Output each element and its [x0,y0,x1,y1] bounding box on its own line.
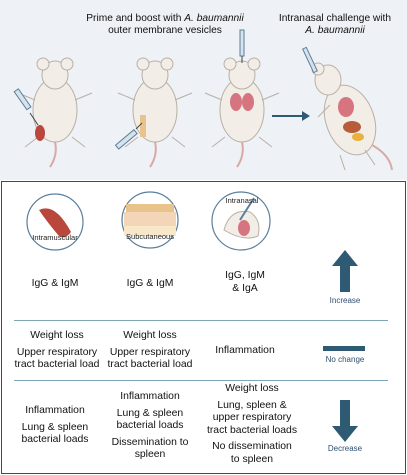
cell-text: Inflammation [120,391,180,402]
decrease-intramuscular: Inflammation Lung & spleen bacterial loa… [10,405,100,447]
arrow-up-icon [332,250,358,292]
cell-text: Lung & spleen [21,421,89,433]
pipette-icon [239,29,245,63]
prime-boost-title-species: A. baumannii [184,13,244,24]
arrow-right-icon [272,111,310,121]
prime-boost-title: Prime and boost with A. baumannii outer … [55,13,275,37]
route-label-subcutaneous: Subcutaneous [126,232,174,241]
no-change-label: No change [325,355,365,364]
cell-text: IgG, IgM [225,270,265,281]
cell-text: Upper respiratory [16,346,98,358]
route-label-intranasal: Intranasal [225,196,259,205]
prime-boost-title-line1: Prime and boost with [86,13,182,24]
increase-label: Increase [329,296,361,305]
mouse-intranasal-illustration [204,29,280,168]
row-divider [14,320,388,321]
cell-text: Weight loss [123,330,177,341]
syringe-icon [114,122,143,150]
mouse-intramuscular-illustration [13,57,93,168]
cell-text: IgG & IgM [126,278,174,289]
pipette-icon [302,46,318,74]
prime-boost-title-line2: outer membrane vesicles [108,25,222,36]
decrease-subcutaneous: Inflammation Lung & spleen bacterial loa… [105,391,195,462]
mouse-subcutaneous-illustration [114,57,193,168]
no-change-bar-icon [323,346,365,351]
cell-text: tract bacterial load [14,359,100,371]
route-label-intramuscular: Intramuscular [32,233,78,242]
mouse-challenge-illustration [302,46,393,171]
cell-text: Lung & spleen [116,407,184,419]
cell-text: IgG & IgM [31,278,79,289]
increase-intramuscular: IgG & IgM [15,278,95,291]
cell-text: Upper respiratory [109,346,191,358]
cell-text: Weight loss [225,383,279,394]
cell-text: Inflammation [215,345,275,356]
subcutaneous-skin-icon [121,191,179,249]
nochange-subcutaneous: Weight loss Upper respiratory tract bact… [105,330,195,372]
cell-text: & IgA [232,282,258,294]
arrow-down-icon [332,400,358,442]
cell-text: tract bacterial load [107,359,193,371]
cell-text: Inflammation [25,405,85,416]
cell-text: spleen [134,449,166,461]
syringe-icon [13,88,39,126]
increase-subcutaneous: IgG & IgM [110,278,190,291]
outcomes-panel [1,181,406,474]
decrease-intranasal: Weight loss Lung, spleen & upper respira… [198,383,306,467]
cell-text: Weight loss [30,330,84,341]
decrease-label: Decrease [327,444,363,453]
cell-text: Lung, spleen & [217,399,287,411]
cell-text: to spleen [230,453,274,465]
increase-intranasal: IgG, IgM & IgA [200,270,290,295]
intramuscular-muscle-icon [26,193,84,251]
cell-text: No dissemination [212,441,292,453]
cell-text: bacterial loads [21,434,89,446]
row-divider [14,380,388,381]
challenge-title: Intranasal challenge with A. baumannii [265,13,405,37]
cell-text: upper respiratory [212,412,292,424]
cell-text: Dissemination to [111,436,189,448]
intranasal-nose-icon [211,191,271,251]
challenge-title-line1: Intranasal challenge with [278,13,392,24]
cell-text: bacterial loads [116,420,184,432]
nochange-intramuscular: Weight loss Upper respiratory tract bact… [12,330,102,372]
nochange-intranasal: Inflammation [200,345,290,358]
challenge-title-species: A. baumannii [305,25,365,36]
cell-text: tract bacterial loads [206,424,298,436]
